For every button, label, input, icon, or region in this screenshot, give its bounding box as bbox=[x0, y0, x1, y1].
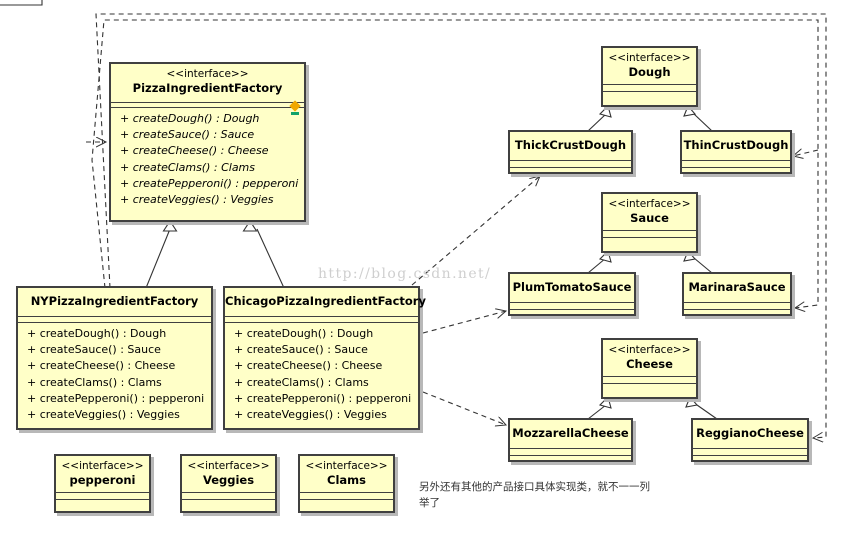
interface-name: Veggies bbox=[202, 473, 255, 487]
operation-list: + createDough() : Dough + createSauce() … bbox=[111, 108, 304, 208]
operation: + createClams() : Clams bbox=[120, 160, 256, 174]
dependency-chicago-plumtomato bbox=[422, 311, 506, 334]
dependency-ny-route-inner bbox=[91, 19, 819, 308]
class-name: ThinCrustDough bbox=[683, 138, 789, 152]
sauce-interface[interactable]: <<interface>> Sauce bbox=[601, 192, 698, 253]
stereotype-label: <<interface>> bbox=[608, 344, 691, 356]
operation: + createSauce() : Sauce bbox=[27, 343, 161, 357]
class-name: MozzarellaCheese bbox=[512, 426, 629, 440]
operation: + createCheese() : Cheese bbox=[234, 359, 383, 373]
reggiano-cheese-class[interactable]: ReggianoCheese bbox=[691, 418, 809, 462]
pepperoni-interface[interactable]: <<interface>> pepperoni bbox=[54, 454, 151, 513]
operation: + createClams() : Clams bbox=[27, 375, 162, 389]
clams-interface[interactable]: <<interface>> Clams bbox=[298, 454, 395, 513]
pizza-ingredient-factory-interface[interactable]: <<interface>> PizzaIngredientFactory + c… bbox=[109, 62, 306, 222]
operation-list: + createDough() : Dough + createSauce() … bbox=[18, 323, 211, 423]
class-name: NYPizzaIngredientFactory bbox=[30, 294, 199, 308]
operation-marker-icon bbox=[291, 112, 299, 115]
triangle-ny bbox=[162, 219, 178, 232]
veggies-interface[interactable]: <<interface>> Veggies bbox=[180, 454, 277, 513]
operation: + createVeggies() : Veggies bbox=[234, 408, 387, 422]
interface-name: Clams bbox=[327, 473, 366, 487]
watermark: http://blog.csdn.net/ bbox=[318, 266, 492, 282]
class-name: ChicagoPizzaIngredientFactory bbox=[225, 294, 426, 308]
operation: + createSauce() : Sauce bbox=[120, 128, 255, 142]
operation: + createPepperoni() : pepperoni bbox=[120, 176, 299, 190]
operation: + createCheese() : Cheese bbox=[120, 144, 269, 158]
class-name: PizzaIngredientFactory bbox=[132, 81, 283, 95]
realization-ny-factory bbox=[145, 228, 171, 289]
realization-chicago-factory bbox=[256, 228, 285, 289]
stereotype-label: <<interface>> bbox=[608, 198, 691, 210]
plum-tomato-sauce-class[interactable]: PlumTomatoSauce bbox=[508, 272, 636, 316]
stereotype-label: <<interface>> bbox=[187, 460, 270, 472]
operation: + createDough() : Dough bbox=[120, 112, 260, 125]
dependency-ny-route bbox=[95, 13, 827, 438]
cheese-interface[interactable]: <<interface>> Cheese bbox=[601, 338, 698, 399]
ny-pizza-ingredient-factory-class[interactable]: NYPizzaIngredientFactory + createDough()… bbox=[16, 286, 213, 430]
realization-marinara bbox=[693, 257, 713, 274]
annotation-note: 另外还有其他的产品接口具体实现类，就不一一列举了 bbox=[419, 481, 650, 509]
thick-crust-dough-class[interactable]: ThickCrustDough bbox=[508, 130, 633, 174]
interface-name: Sauce bbox=[630, 211, 669, 225]
triangle-dough-right bbox=[683, 104, 697, 117]
operation: + createPepperoni() : pepperoni bbox=[27, 391, 205, 405]
operation: + createVeggies() : Veggies bbox=[27, 408, 180, 422]
operation: + createClams() : Clams bbox=[234, 375, 369, 389]
triangle-cheese-right bbox=[685, 395, 699, 408]
frame-edge bbox=[0, 0, 43, 6]
operation: + createPepperoni() : pepperoni bbox=[234, 391, 412, 405]
stereotype-label: <<interface>> bbox=[61, 460, 144, 472]
triangle-cheese-left bbox=[598, 395, 612, 409]
realization-thin-crust bbox=[693, 113, 713, 132]
dependency-chicago-thickcrust bbox=[411, 176, 540, 286]
triangle-sauce-left bbox=[598, 249, 612, 263]
operation: + createVeggies() : Veggies bbox=[120, 193, 274, 207]
triangle-chicago bbox=[242, 219, 258, 232]
dough-interface[interactable]: <<interface>> Dough bbox=[601, 46, 698, 107]
realization-plum-tomato bbox=[587, 257, 607, 274]
class-name: MarinaraSauce bbox=[688, 280, 786, 294]
interface-name: Dough bbox=[628, 65, 671, 79]
operation: + createDough() : Dough bbox=[234, 327, 374, 340]
thin-crust-dough-class[interactable]: ThinCrustDough bbox=[680, 130, 792, 174]
chicago-pizza-ingredient-factory-class[interactable]: ChicagoPizzaIngredientFactory + createDo… bbox=[223, 286, 426, 430]
class-name: PlumTomatoSauce bbox=[512, 280, 632, 294]
dependency-chicago-mozzarella bbox=[422, 391, 506, 425]
dependency-ny-thincrust bbox=[793, 150, 819, 156]
class-name: ThickCrustDough bbox=[514, 138, 627, 152]
stereotype-label: <<interface>> bbox=[608, 52, 691, 64]
interface-name: Cheese bbox=[626, 357, 673, 371]
realization-thick-crust bbox=[587, 113, 607, 132]
marinara-sauce-class[interactable]: MarinaraSauce bbox=[682, 272, 792, 316]
mozzarella-cheese-class[interactable]: MozzarellaCheese bbox=[508, 418, 633, 462]
operation-list: + createDough() : Dough + createSauce() … bbox=[225, 323, 418, 423]
stereotype-label: <<interface>> bbox=[166, 68, 249, 80]
operation: + createSauce() : Sauce bbox=[234, 343, 368, 357]
realization-reggiano bbox=[696, 404, 718, 420]
realization-mozzarella bbox=[587, 404, 607, 420]
interface-name: pepperoni bbox=[69, 473, 136, 487]
operation: + createDough() : Dough bbox=[27, 327, 167, 340]
triangle-sauce-right bbox=[683, 249, 697, 262]
operation: + createCheese() : Cheese bbox=[27, 359, 176, 373]
triangle-dough-left bbox=[598, 104, 612, 118]
stereotype-label: <<interface>> bbox=[305, 460, 388, 472]
class-name: ReggianoCheese bbox=[696, 426, 804, 440]
